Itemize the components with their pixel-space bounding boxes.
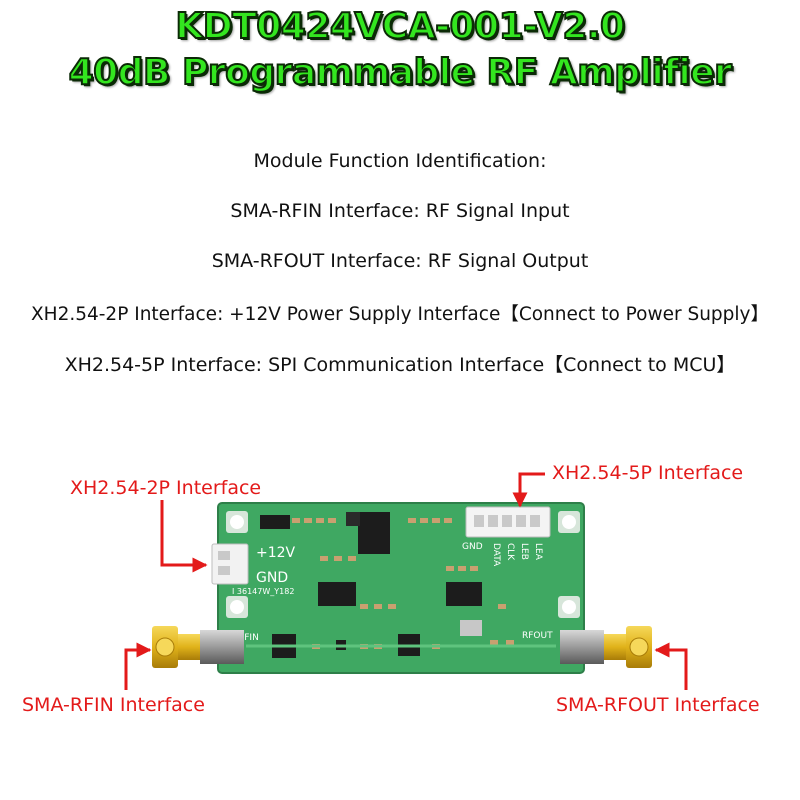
silk-gnd-label: GND — [256, 570, 288, 586]
silk-rfin-label: RFIN — [238, 633, 259, 643]
callout-rfin: SMA-RFIN Interface — [22, 694, 205, 716]
callout-xh2p: XH2.54-2P Interface — [70, 477, 262, 499]
pcb-board — [217, 502, 585, 674]
sma-rfout-connector — [560, 626, 652, 668]
callout-xh5p: XH2.54-5P Interface — [552, 462, 744, 484]
arrow-xh5p — [512, 472, 545, 508]
xh254-2p-connector — [211, 543, 249, 585]
callout-rfout: SMA-RFOUT Interface — [556, 694, 760, 716]
sma-rfin-connector — [152, 626, 244, 668]
arrow-rfout — [654, 642, 688, 690]
function-heading: Module Function Identification: — [253, 150, 547, 172]
mounting-holes — [226, 511, 580, 618]
product-description-title: 40dB Programmable RF Amplifier — [68, 51, 733, 94]
silk-data-label: DATA — [491, 543, 501, 567]
silk-board-code: I 36147W_Y182 — [232, 587, 294, 596]
arrow-xh2p — [160, 500, 208, 573]
silk-lea-label: LEA — [533, 543, 543, 561]
arrow-rfin — [124, 642, 152, 690]
product-model-title: KDT0424VCA-001-V2.0 — [174, 5, 626, 48]
function-line-rfout: SMA-RFOUT Interface: RF Signal Output — [211, 250, 589, 272]
pcb-components — [260, 512, 482, 658]
function-line-spi: XH2.54-5P Interface: SPI Communication I… — [64, 354, 736, 376]
function-line-rfin: SMA-RFIN Interface: RF Signal Input — [230, 200, 570, 222]
function-line-power: XH2.54-2P Interface: +12V Power Supply I… — [30, 304, 770, 325]
silk-rfout-label: RFOUT — [522, 631, 553, 641]
silk-spi-gnd-label: GND — [462, 542, 483, 552]
silk-clk-label: CLK — [505, 543, 515, 561]
silk-12v-label: +12V — [256, 545, 296, 561]
xh254-5p-connector — [465, 506, 551, 538]
silk-leb-label: LEB — [519, 543, 529, 560]
